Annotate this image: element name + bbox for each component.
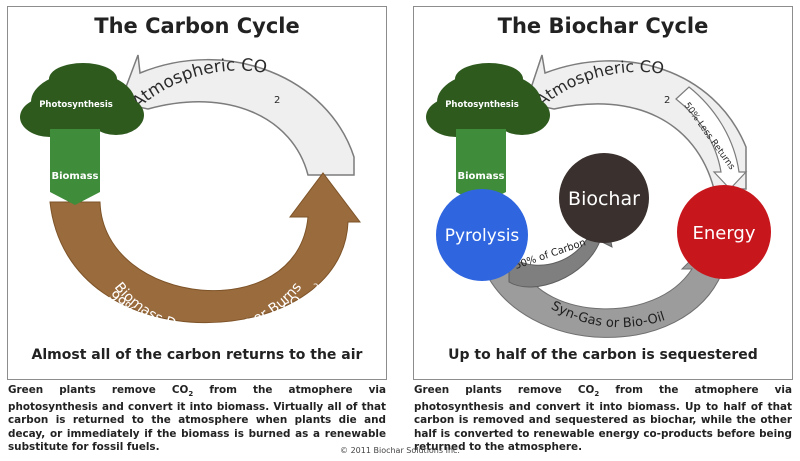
biomass-label: Biomass [52,171,99,182]
tree-icon [426,63,550,157]
decompose-subscript: 2 [313,283,319,293]
carbon-cycle-diagram: Atmospheric CO 2 Biomass Decomposes or B… [20,54,362,345]
carbon-cycle-title: The Carbon Cycle [94,14,300,38]
biochar-cycle-diagram: Atmospheric CO 2 50% Less Returns Syn-Ga… [426,54,771,338]
biomass-arrow [456,129,506,205]
carbon-cycle-panel: The Carbon Cycle Atmospheric CO 2 Biomas… [7,6,387,380]
biochar-cycle-panel: The Biochar Cycle Atmospheric CO 2 50% L… [413,6,793,380]
carbon-cycle-caption: Almost all of the carbon returns to the … [31,347,363,363]
less-returns-arrow [675,86,748,190]
atmospheric-co2-subscript: 2 [274,95,280,106]
biomass-label: Biomass [458,171,505,182]
copyright-notice: © 2011 Biochar Solutions Inc. [340,446,460,455]
atmospheric-co2-subscript: 2 [664,95,670,106]
tree-icon [20,63,144,157]
biochar-cycle-description: Green plants remove CO2 from the atmophe… [414,384,792,453]
biochar-cycle-title: The Biochar Cycle [497,14,709,38]
decompose-arrow [49,172,362,324]
pyrolysis-circle [436,189,528,281]
biochar-label: Biochar [568,188,640,210]
atmospheric-co2-arrow [118,54,355,176]
biochar-cycle-caption: Up to half of the carbon is sequestered [448,347,758,363]
carbon-arrow [508,216,613,288]
biomass-arrow [50,129,100,205]
biochar-circle [559,153,649,243]
pyrolysis-label: Pyrolysis [445,226,520,246]
carbon-cycle-description: Green plants remove CO2 from the atmophe… [8,384,386,453]
photosynthesis-label: Photosynthesis [445,100,519,110]
energy-circle [677,185,771,279]
photosynthesis-label: Photosynthesis [39,100,113,110]
energy-label: Energy [692,223,755,244]
